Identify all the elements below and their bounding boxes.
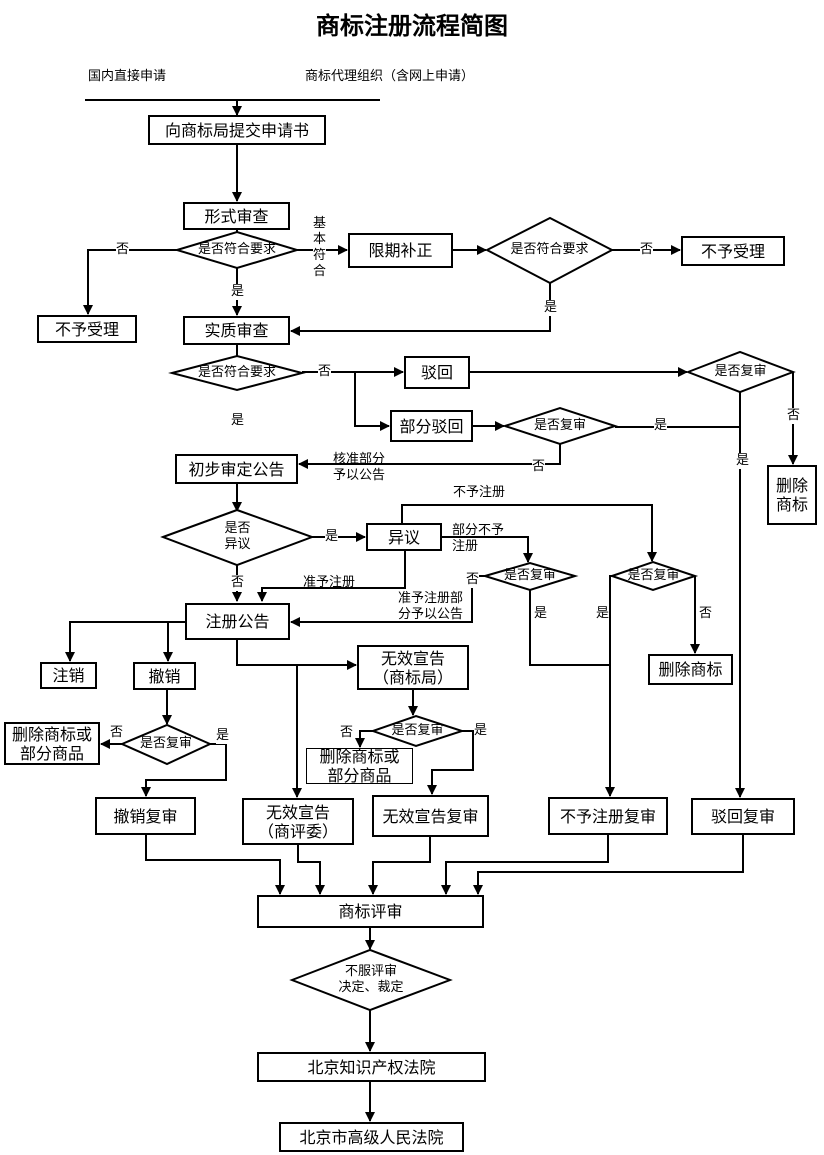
- decision-9: 是否复审: [139, 736, 192, 751]
- label-yes: 是: [544, 300, 558, 316]
- label-yes: 是: [325, 529, 339, 545]
- node-revoke-review: 撤销复审: [95, 797, 196, 835]
- node-partial-dismiss: 部分驳回: [390, 410, 473, 442]
- label-no: 否: [231, 575, 245, 591]
- node-invalid-office: 无效宣告 （商标局）: [357, 645, 469, 690]
- node-delete-partial-2: 删除商标或 部分商品: [306, 747, 413, 785]
- source-direct: 国内直接申请: [88, 69, 167, 85]
- decision-5: 是否复审: [533, 418, 586, 433]
- node-reject-2: 不予受理: [681, 236, 785, 266]
- node-invalid-board: 无效宣告 （商评委）: [242, 798, 354, 845]
- node-high-court: 北京市高级人民法院: [279, 1122, 464, 1152]
- decision-diamond: [160, 508, 315, 567]
- label-yes: 是: [231, 284, 245, 300]
- node-substantive-review: 实质审查: [183, 316, 290, 345]
- label-yes: 是: [654, 418, 668, 434]
- label-basic-match: 基 本 符 合: [313, 216, 327, 280]
- decision-diamond: [608, 560, 699, 592]
- label-no: 否: [640, 242, 654, 258]
- node-cancel-reg: 注销: [40, 662, 97, 689]
- decision-diamond: [484, 216, 615, 285]
- decision-diamond: [481, 561, 579, 592]
- decision-7: 是否复审: [627, 568, 680, 583]
- label-yes: 是: [231, 413, 245, 429]
- decision-diamond: [685, 350, 796, 394]
- label-approve-reg: 准予注册: [303, 575, 356, 590]
- node-ip-court: 北京知识产权法院: [257, 1052, 486, 1082]
- node-tm-review: 商标评审: [257, 895, 484, 928]
- node-reg-announce: 注册公告: [185, 603, 290, 640]
- label-no: 否: [699, 606, 713, 622]
- decision-10: 是否复审: [391, 723, 444, 738]
- node-delete-partial-1: 删除商标或 部分商品: [4, 722, 100, 765]
- decision-2: 是否符合要求: [510, 242, 589, 257]
- decision-diamond: [369, 714, 466, 748]
- label-no: 否: [318, 364, 332, 380]
- label-yes: 是: [736, 453, 750, 469]
- label-yes: 是: [534, 606, 548, 622]
- label-partial-refuse: 部分不予 注册: [452, 523, 505, 554]
- node-delete-mark-2: 删除商标: [648, 654, 733, 685]
- node-dismiss: 驳回: [404, 356, 470, 389]
- node-prelim-announce: 初步审定公告: [175, 454, 298, 484]
- node-delete-mark-1: 删除 商标: [767, 465, 817, 525]
- node-submit: 向商标局提交申请书: [148, 115, 326, 145]
- label-yes: 是: [596, 606, 610, 622]
- label-no: 否: [787, 408, 801, 424]
- label-no: 否: [116, 242, 130, 258]
- decision-diamond: [501, 406, 619, 446]
- node-formal-review: 形式审查: [183, 202, 290, 230]
- label-approve-partial: 准予注册部 分予以公告: [398, 591, 464, 622]
- decision-11: 不服评审 决定、裁定: [338, 964, 404, 995]
- label-no: 否: [110, 725, 124, 741]
- decision-8: 是否复审: [503, 568, 556, 583]
- decision-diamond: [289, 948, 453, 1012]
- decision-diamond: [168, 354, 306, 392]
- node-correct: 限期补正: [348, 233, 453, 268]
- page-title: 商标注册流程简图: [316, 11, 508, 40]
- label-no: 否: [466, 572, 480, 588]
- node-reject-1: 不予受理: [37, 315, 137, 343]
- label-yes: 是: [216, 728, 230, 744]
- decision-diamond: [119, 723, 213, 766]
- label-no: 否: [340, 725, 354, 741]
- node-revoke: 撤销: [133, 662, 196, 690]
- label-yes: 是: [474, 723, 488, 739]
- label-no: 否: [532, 459, 546, 475]
- decision-6: 是否 异议: [224, 521, 251, 552]
- node-dismiss-review: 驳回复审: [691, 798, 795, 835]
- decision-3: 是否符合要求: [197, 365, 276, 380]
- node-opposition: 异议: [366, 523, 442, 551]
- decision-4: 是否复审: [714, 364, 767, 379]
- label-partial-approve: 核准部分 予以公告: [333, 452, 386, 483]
- node-refuse-review: 不予注册复审: [548, 797, 668, 835]
- decision-diamond: [173, 230, 301, 270]
- node-invalid-review: 无效宣告复审: [372, 795, 489, 837]
- label-refuse-reg: 不予注册: [453, 485, 506, 501]
- decision-1: 是否符合要求: [197, 242, 276, 257]
- source-agency: 商标代理组织（含网上申请）: [305, 69, 475, 85]
